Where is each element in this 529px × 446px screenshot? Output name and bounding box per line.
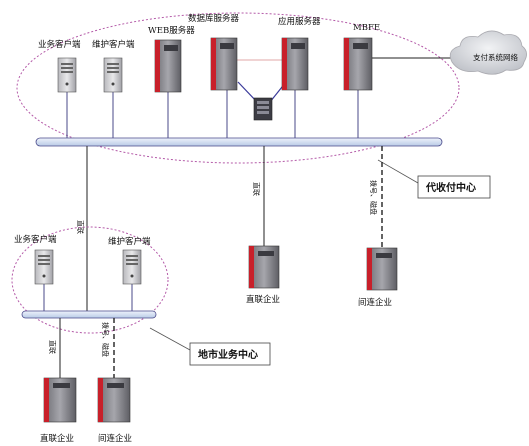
indirect-enterprise-label: 间连企业 [358,297,392,308]
app-server-label: 应用服务器 [278,16,321,27]
branch-title-box [189,342,271,366]
biz-client-label: 业务客户端 [38,39,81,50]
maint-client-pc [103,57,123,93]
branch-direct-enterprise-server [43,377,77,423]
web-server-tower [154,39,182,93]
app-server-tower [281,37,309,91]
payment-network-label: 支付系统网络 [473,52,518,62]
branch-biz-client-label: 业务客户端 [14,234,57,245]
maint-client-label: 维护客户端 [92,39,135,50]
storage-array [253,97,273,121]
center-boundary [16,12,460,164]
cloud-icon [449,30,527,75]
branch-biz-client-pc [34,249,54,285]
indirect-link-label: 拨号、磁盘 [369,180,378,215]
branch-maint-client-pc [122,249,142,285]
biz-client-pc [57,57,77,93]
indirect-enterprise-server [366,247,398,291]
center-bus [35,137,443,147]
direct-enterprise-label: 直联企业 [246,294,280,305]
branch-indirect-link-label: 拨号、磁盘 [101,322,110,357]
branch-direct-enterprise-label: 直联企业 [40,433,74,444]
direct-enterprise-server [248,245,280,289]
branch-bus [21,310,157,319]
direct-link-label: 直联 [252,182,261,196]
branch-boundary [11,226,169,334]
branch-indirect-enterprise-server [97,377,131,423]
branch-indirect-enterprise-label: 间连企业 [98,433,132,444]
center-title: 代收付中心 [425,181,476,194]
branch-maint-client-label: 维护客户端 [108,236,151,247]
mbfe-tower [343,37,373,91]
branch-title: 地市业务中心 [198,348,258,361]
center-title-box [417,175,491,199]
branch-direct-link-label: 直联 [48,340,57,354]
db-server-tower [210,37,238,91]
mbfe-label: MBFE [353,23,380,33]
db-server-label: 数据库服务器 [188,13,240,24]
web-server-label: WEB服务器 [148,25,195,36]
